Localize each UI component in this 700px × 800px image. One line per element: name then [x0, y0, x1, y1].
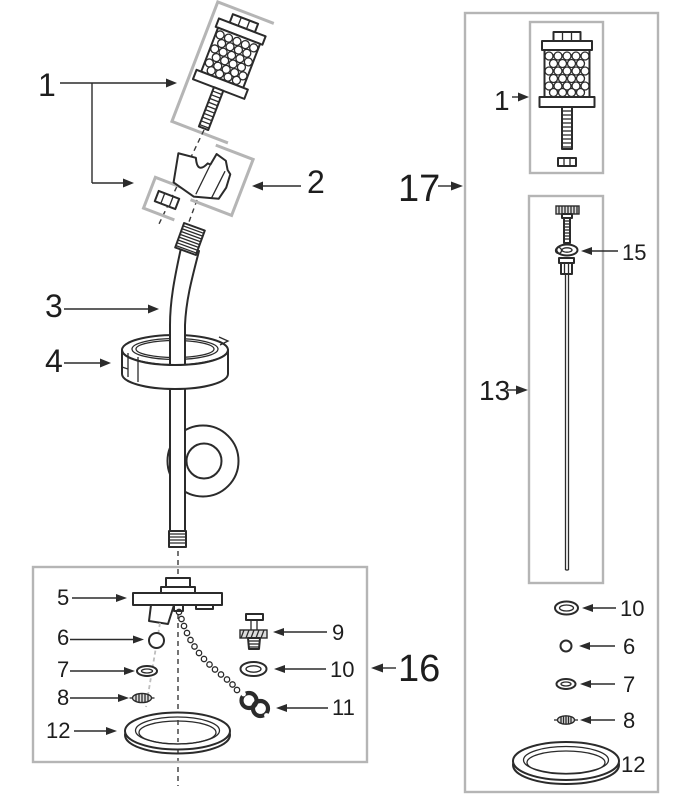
panel-17 — [463, 11, 660, 794]
callout-1: 1 — [38, 67, 177, 188]
part-11-s-hook — [239, 690, 271, 719]
tube-loop — [166, 424, 240, 498]
callout-3-label: 3 — [45, 288, 63, 324]
part-7-oring — [136, 665, 158, 677]
part-15-washer — [554, 243, 579, 257]
callout-17: 17 — [398, 168, 463, 210]
callout-right-8: 8 — [580, 708, 635, 733]
part-12-gasket — [124, 711, 231, 755]
part-1-pin-bracket — [141, 175, 187, 222]
callout-2: 2 — [252, 164, 325, 200]
part-6-ball — [148, 632, 165, 649]
callout-3: 3 — [45, 288, 159, 324]
callout-right-10-label: 10 — [620, 596, 644, 621]
part-1-pin — [153, 189, 181, 211]
callout-right-7: 7 — [580, 672, 635, 697]
subbox-filter — [528, 20, 605, 175]
part-9-bolt — [239, 613, 268, 650]
part-13-rod — [555, 205, 580, 571]
callout-17-label: 17 — [398, 168, 440, 210]
part-2-bracket — [189, 143, 256, 218]
callout-10-label: 10 — [330, 657, 354, 682]
callout-right-10: 10 — [582, 596, 644, 621]
callout-11-label: 11 — [332, 695, 355, 720]
subbox-rod — [527, 194, 605, 585]
callout-2-label: 2 — [307, 164, 325, 200]
callout-10: 10 — [274, 657, 354, 682]
callout-5-label: 5 — [57, 585, 69, 610]
callout-right-8-label: 8 — [623, 708, 635, 733]
callout-7: 7 — [57, 657, 135, 682]
callout-4-label: 4 — [45, 343, 63, 379]
part-3-tube-front — [169, 419, 186, 503]
part-10-oring-right — [554, 600, 579, 616]
callout-6: 6 — [57, 625, 144, 650]
part-10-oring — [239, 661, 268, 677]
callout-right-7-label: 7 — [623, 672, 635, 697]
callout-7-label: 7 — [57, 657, 69, 682]
callout-15-label: 15 — [622, 240, 646, 265]
part-3-thread-end — [168, 530, 187, 548]
callout-right-1-label: 1 — [494, 85, 510, 116]
part-8-star-washer — [129, 692, 155, 704]
part-6-ball-right — [559, 639, 573, 653]
callout-12: 12 — [46, 718, 117, 743]
callout-right-6: 6 — [579, 634, 635, 659]
callout-8-label: 8 — [57, 685, 69, 710]
callout-1-label: 1 — [38, 67, 56, 103]
callout-16-label: 16 — [398, 648, 440, 690]
callout-right-6-label: 6 — [623, 634, 635, 659]
part-7-oring-right — [555, 678, 577, 690]
part-1-filter-right — [538, 31, 596, 167]
callout-right-12-label: 12 — [621, 752, 645, 777]
callout-15: 15 — [581, 240, 646, 265]
callout-8: 8 — [57, 685, 129, 710]
callout-9-label: 9 — [332, 620, 344, 645]
callout-13: 13 — [479, 375, 528, 406]
callout-right-1: 1 — [494, 85, 529, 116]
callout-5: 5 — [57, 585, 127, 610]
part-2-clamp — [172, 152, 232, 200]
part-8-star-washer-right — [554, 715, 578, 725]
callout-4: 4 — [45, 343, 111, 379]
part-12-gasket-right — [512, 741, 620, 785]
callout-6-label: 6 — [57, 625, 69, 650]
callout-9: 9 — [273, 620, 344, 645]
part-4-ring-front — [121, 336, 230, 390]
callout-13-label: 13 — [479, 375, 510, 406]
part-5-cap — [132, 577, 223, 625]
callout-12-label: 12 — [46, 718, 70, 743]
callout-16: 16 — [371, 648, 440, 690]
callout-11: 11 — [276, 695, 355, 720]
part-13-fitting — [558, 257, 575, 275]
filter-group-bracket — [169, 0, 275, 145]
box-16 — [31, 565, 369, 764]
bead-chain — [175, 608, 241, 694]
